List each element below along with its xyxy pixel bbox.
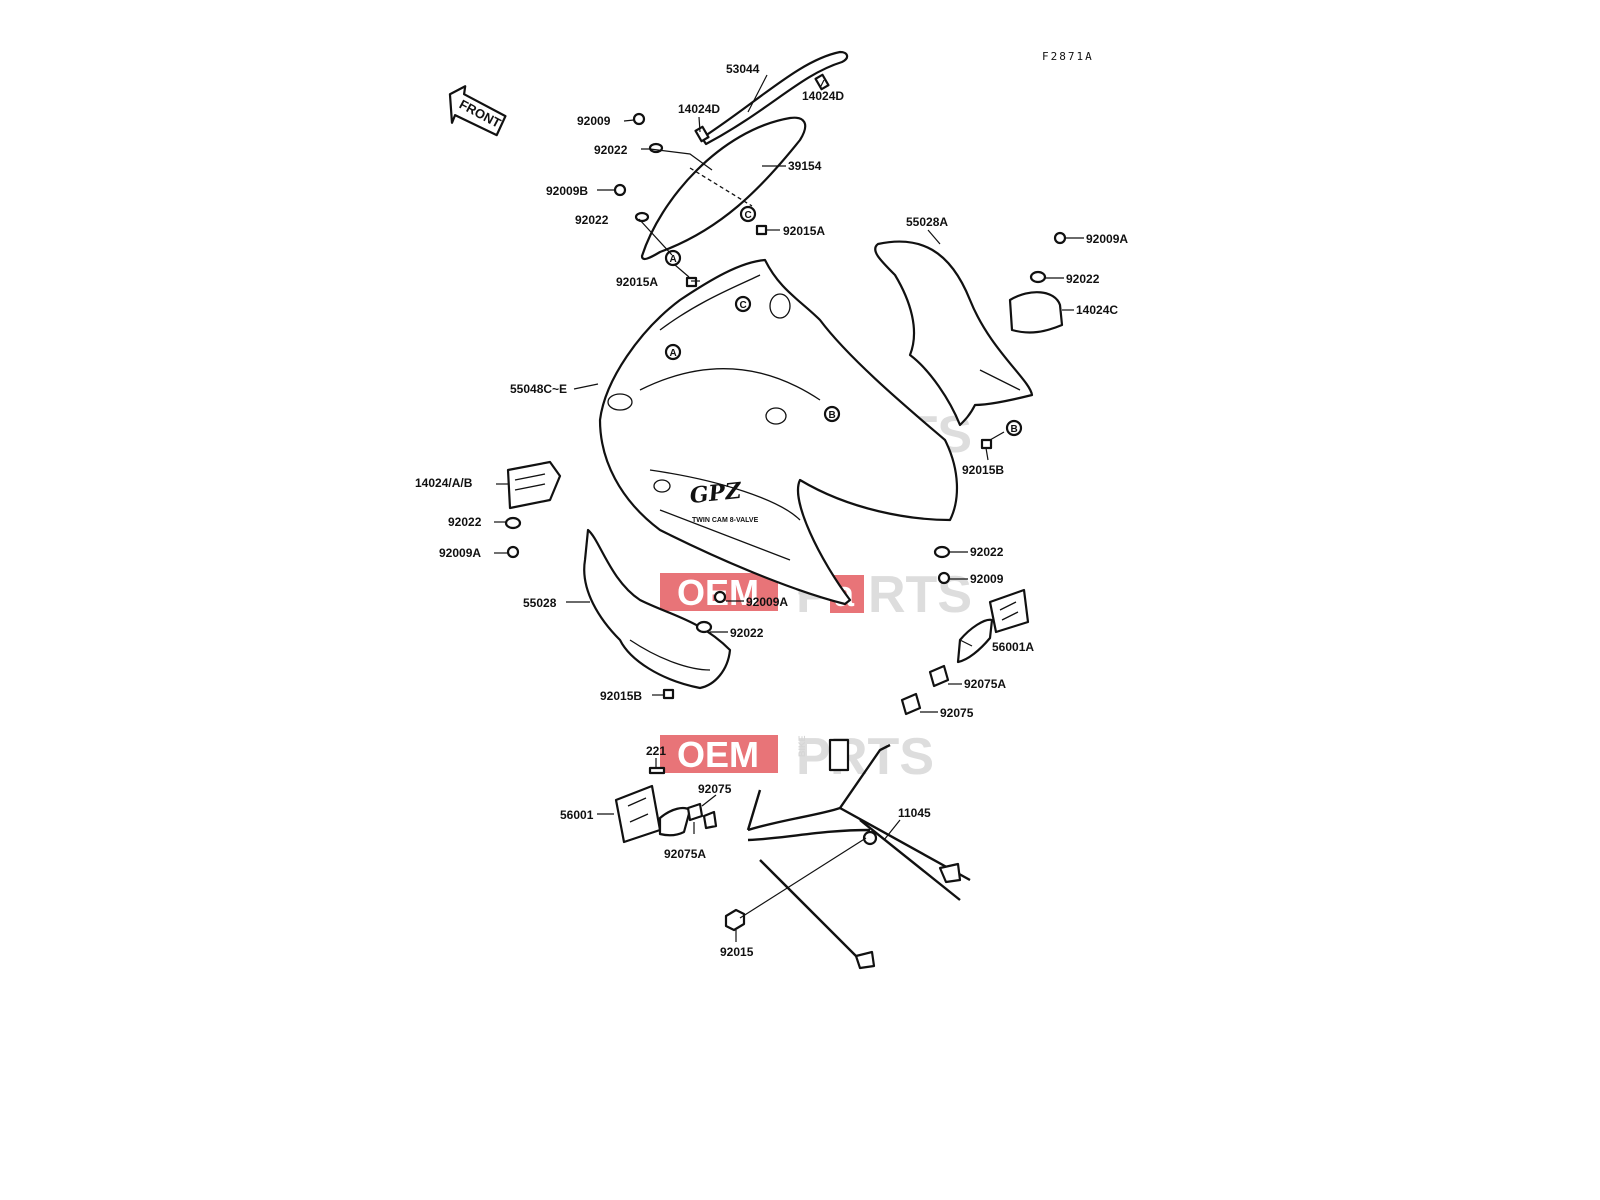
inner-panel-right <box>874 240 1034 427</box>
ref-marker-c <box>739 205 757 223</box>
label-14024d: 14024D <box>678 102 720 116</box>
nut-icon <box>662 688 675 700</box>
label-92009a: 92009A <box>746 595 788 609</box>
windshield-trim <box>694 50 849 146</box>
ref-marker-b <box>1005 419 1023 437</box>
spacer-icon <box>686 802 704 822</box>
watermark-bike-text: BIKE <box>797 735 807 757</box>
label-92015b: 92015B <box>962 463 1004 477</box>
label-92009a: 92009A <box>1086 232 1128 246</box>
ref-marker-b <box>823 405 841 423</box>
label-92015a: 92015A <box>616 275 658 289</box>
ref-marker-a <box>664 249 682 267</box>
label-92009a: 92009A <box>439 546 481 560</box>
fairing-stay <box>746 738 971 970</box>
label-56001a: 56001A <box>992 640 1034 654</box>
svg-text:B: B <box>829 410 836 421</box>
label-92022: 92022 <box>594 143 628 157</box>
label-56001: 56001 <box>560 808 594 822</box>
label-55048c-e: 55048C~E <box>510 382 567 396</box>
reference-markers: C A C A B B <box>664 205 1023 437</box>
label-55028: 55028 <box>523 596 557 610</box>
label-55028a: 55028A <box>906 215 948 229</box>
inner-panel-left <box>583 528 732 690</box>
ref-marker-a <box>664 343 682 361</box>
spacer-icon <box>928 664 950 688</box>
mirror-right <box>956 588 1030 664</box>
fairing-brand-text: GPZ <box>689 478 744 509</box>
part-labels: 53044 14024D 14024D 92009 92022 39154 92… <box>415 62 1128 959</box>
watermark-parts-rts: RTS <box>868 566 972 624</box>
watermark-oem-text: OEM <box>677 734 759 775</box>
label-92022: 92022 <box>575 213 609 227</box>
label-53044: 53044 <box>726 62 760 76</box>
windshield <box>640 116 807 261</box>
label-14024-a-b: 14024/A/B <box>415 476 473 490</box>
label-92009b: 92009B <box>546 184 588 198</box>
nut-icon <box>755 224 768 236</box>
washer-icon <box>695 620 713 634</box>
nut-icon <box>980 438 993 450</box>
bolt-icon <box>613 183 627 197</box>
label-14024d: 14024D <box>802 89 844 103</box>
svg-text:B: B <box>1011 424 1018 435</box>
label-92075a: 92075A <box>964 677 1006 691</box>
svg-text:C: C <box>745 210 752 221</box>
mirror-left <box>614 784 692 844</box>
bolt-icon <box>937 571 951 585</box>
watermark-parts-p: P <box>796 728 831 786</box>
bolt-icon <box>1053 231 1067 245</box>
label-92022: 92022 <box>970 545 1004 559</box>
label-92022: 92022 <box>730 626 764 640</box>
spacer-icon <box>900 692 922 716</box>
diagram-code: F2871A <box>1042 50 1094 63</box>
label-92015a: 92015A <box>783 224 825 238</box>
bracket-cover-left <box>506 460 562 510</box>
fairing-engine-text: TWIN CAM 8-VALVE <box>692 517 759 524</box>
washer-icon <box>634 211 650 223</box>
svg-text:A: A <box>670 348 677 359</box>
watermark-badge <box>660 735 778 773</box>
label-11045: 11045 <box>898 806 931 820</box>
bolt-icon <box>632 112 646 126</box>
label-92022: 92022 <box>448 515 482 529</box>
bolt-icon <box>713 590 727 604</box>
svg-text:A: A <box>670 254 677 265</box>
label-92075: 92075 <box>698 782 732 796</box>
ref-marker-c <box>734 295 752 313</box>
bolt-icon <box>506 545 520 559</box>
label-92075: 92075 <box>940 706 974 720</box>
nut-icon <box>685 276 698 288</box>
washer-icon <box>933 545 951 559</box>
label-39154: 39154 <box>788 159 822 173</box>
washer-icon <box>504 516 522 530</box>
label-221: 221 <box>646 744 666 758</box>
screw-icon <box>648 766 666 775</box>
front-arrow-icon: FRONT <box>448 85 507 137</box>
upper-fairing: GPZ TWIN CAM 8-VALVE <box>598 258 958 606</box>
label-92022: 92022 <box>1066 272 1100 286</box>
svg-text:C: C <box>740 300 747 311</box>
label-92015b: 92015B <box>600 689 642 703</box>
spacer-icon <box>702 810 718 830</box>
label-92009: 92009 <box>577 114 611 128</box>
label-92009: 92009 <box>970 572 1004 586</box>
label-92015: 92015 <box>720 945 754 959</box>
label-92075a: 92075A <box>664 847 706 861</box>
bracket-cover-right <box>1008 291 1064 334</box>
nut-icon <box>724 908 746 932</box>
leader-lines <box>494 74 1084 942</box>
label-14024c: 14024C <box>1076 303 1118 317</box>
washer-icon <box>1029 270 1047 284</box>
